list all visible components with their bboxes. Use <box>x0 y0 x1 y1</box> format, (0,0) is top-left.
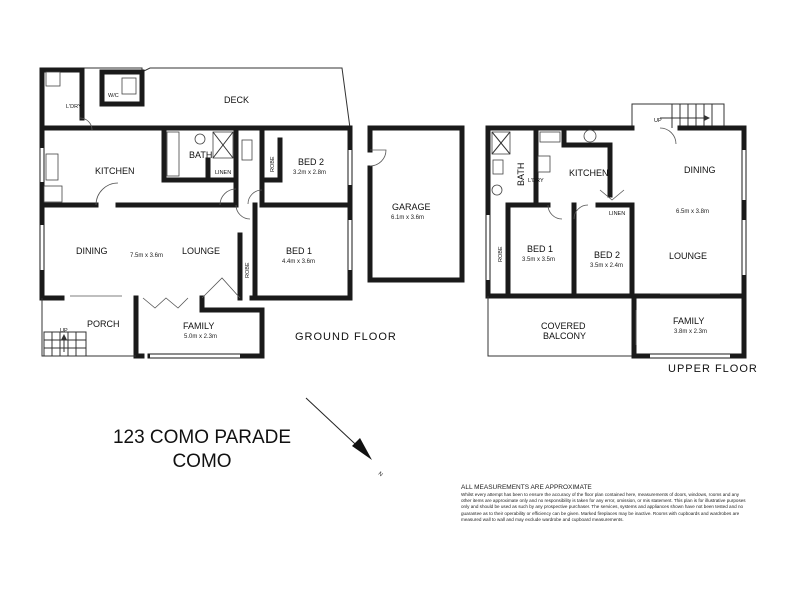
uf-bed1-label: BED 1 <box>527 244 553 254</box>
disclaimer: ALL MEASUREMENTS ARE APPROXIMATE Whilst … <box>461 484 746 523</box>
gf-laundry-label: L'DRY <box>66 104 82 110</box>
porch-stairs <box>43 331 87 357</box>
gf-bed1-label: BED 1 <box>286 246 312 256</box>
family-west-wall <box>133 295 145 359</box>
address-line-1: 123 COMO PARADE <box>112 427 292 448</box>
property-address: 123 COMO PARADE COMO <box>112 426 292 474</box>
gf-porch-label: PORCH <box>87 319 120 329</box>
uf-bed2-label: BED 2 <box>594 250 620 260</box>
robe-wall <box>259 137 283 183</box>
upper-floor-plan: UP BATH L'DRY KITCHEN DINING 6.5m x 3.8m… <box>485 103 747 359</box>
upper-cooktop <box>539 131 561 143</box>
uf-kitchen-label: KITCHEN <box>569 168 609 178</box>
family-door <box>201 277 241 299</box>
upper-sink <box>583 129 597 143</box>
gf-robe1-label: ROBE <box>270 156 276 172</box>
deck-outline <box>41 67 351 129</box>
garage-plan: GARAGE 6.1m x 3.6m <box>367 125 465 283</box>
bed1-door-upper <box>547 204 563 220</box>
upper-washer <box>537 155 551 173</box>
garage-door <box>369 149 387 167</box>
bed1-door <box>235 204 251 220</box>
bed2-door <box>247 189 263 205</box>
uf-family-label: FAMILY <box>673 316 704 326</box>
sink <box>45 153 59 181</box>
gf-kitchen-label: KITCHEN <box>95 166 135 176</box>
north-arrow: N <box>305 397 384 478</box>
gf-robe2-label: ROBE <box>245 262 251 278</box>
ground-floor-title: GROUND FLOOR <box>295 331 397 343</box>
uf-family-dim: 3.8m x 2.3m <box>674 329 707 335</box>
disclaimer-heading: ALL MEASUREMENTS ARE APPROXIMATE <box>461 484 592 491</box>
stove <box>43 185 63 203</box>
gf-lounge-dim: 7.5m x 3.6m <box>130 253 163 259</box>
stair-door <box>659 127 677 145</box>
gf-bed2-dim: 3.2m x 2.8m <box>293 170 326 176</box>
gf-family-dim: 5.0m x 2.3m <box>184 334 217 340</box>
wc-toilet <box>121 77 137 95</box>
uf-robe-label: ROBE <box>498 246 504 262</box>
bath-wall <box>161 125 239 183</box>
bathtub <box>166 131 180 177</box>
bed2-door-upper <box>573 204 589 220</box>
gf-deck-label: DECK <box>224 95 249 105</box>
uf-balcony-label: BALCONY <box>543 331 586 341</box>
toilet <box>241 139 253 161</box>
uf-lounge-label: LOUNGE <box>669 251 707 261</box>
disclaimer-body: Whilst every attempt has been to ensure … <box>461 492 746 522</box>
kitchen-bench <box>561 125 613 198</box>
basin <box>194 133 206 145</box>
ground-east-wall <box>249 125 353 301</box>
gf-bed2-label: BED 2 <box>298 157 324 167</box>
upper-family-wall <box>631 293 747 359</box>
garage-wall <box>367 125 465 283</box>
hall-door <box>219 188 237 206</box>
uf-dining-dim: 6.5m x 3.8m <box>676 209 709 215</box>
gf-bed1-dim: 4.4m x 3.6m <box>282 259 315 265</box>
laundry-tub <box>45 71 61 87</box>
linen-doors <box>599 189 625 201</box>
gf-bath-label: BATH <box>189 150 212 160</box>
gf-linen-label: LINEN <box>215 170 231 176</box>
laundry-door <box>79 117 93 131</box>
bifold-doors <box>142 297 189 309</box>
kitchen-opening <box>95 182 119 206</box>
ground-floor-plan: L'DRY W/C DECK KITCHEN BATH LINEN ROBE B… <box>39 67 353 359</box>
porch-outline <box>41 298 136 357</box>
uf-bed2-dim: 3.5m x 2.4m <box>590 263 623 269</box>
uf-dining-label: DINING <box>684 165 716 175</box>
gf-dining-label: DINING <box>76 246 108 256</box>
wc-wall <box>99 69 145 107</box>
gf-wc-label: W/C <box>108 93 119 99</box>
laundry-wall-inner <box>39 67 85 121</box>
uf-covered-label: COVERED <box>541 321 586 331</box>
upper-stairs <box>631 103 725 128</box>
uf-up-label: UP <box>654 118 662 124</box>
uf-bath-label: BATH <box>516 163 526 186</box>
uf-bed1-dim: 3.5m x 3.5m <box>522 257 555 263</box>
uf-laundry-label: L'DRY <box>528 178 544 184</box>
north-arrow-label: N <box>377 471 384 478</box>
balcony-outline <box>487 296 634 357</box>
ground-west-wall <box>39 125 65 301</box>
bed2-wall <box>259 125 353 208</box>
garage-dim: 6.1m x 3.6m <box>391 215 424 221</box>
gf-lounge-label: LOUNGE <box>182 246 220 256</box>
gf-up-label: UP <box>60 328 68 334</box>
gf-family-label: FAMILY <box>183 321 214 331</box>
uf-linen-label: LINEN <box>609 211 625 217</box>
upper-basin <box>491 184 503 196</box>
upper-toilet <box>492 159 504 175</box>
address-line-2: COMO <box>172 451 232 472</box>
upper-floor-title: UPPER FLOOR <box>668 363 758 375</box>
garage-label: GARAGE <box>392 202 431 212</box>
